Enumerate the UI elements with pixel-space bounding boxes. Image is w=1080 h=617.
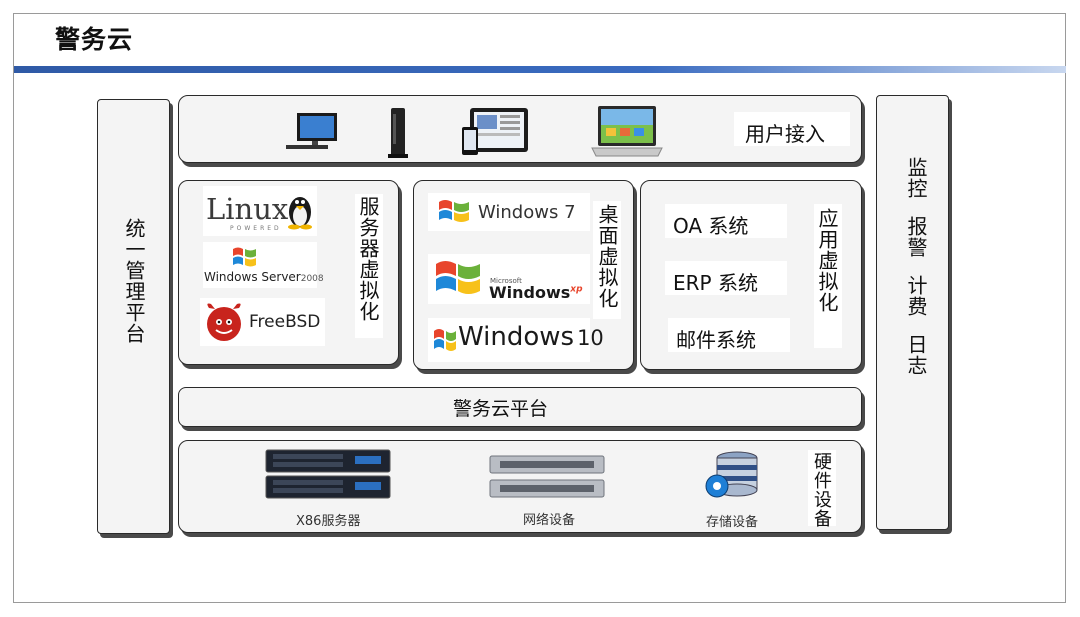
storage-device-label: 存储设备 <box>706 515 759 530</box>
hardware-label: 硬件设备 <box>811 452 832 528</box>
desktop-monitor-icon <box>286 113 337 149</box>
linux-powered-text: POWERED <box>230 225 282 232</box>
left-pillar-panel <box>97 99 170 534</box>
title-rule <box>14 66 1066 73</box>
user-access-label-box <box>734 112 850 146</box>
win10-version: 10 <box>577 326 604 350</box>
winxp-text: Windowsxp <box>489 283 583 302</box>
laptop-icon <box>591 106 663 157</box>
app-oa-box <box>665 204 787 238</box>
app-virt-label: 应用虚拟化 <box>815 208 839 313</box>
app-erp-label: ERP 系统 <box>673 271 758 295</box>
windowsxp-flag-icon <box>436 261 480 294</box>
right-pillar-label-alarm: 报警 <box>904 216 928 258</box>
win10-name: Windows <box>458 322 575 352</box>
freebsd-daemon-icon <box>207 303 241 341</box>
winxp-edition: xp <box>570 284 583 295</box>
right-pillar-label-log: 日志 <box>904 334 928 376</box>
win7-logo-box <box>428 193 590 231</box>
page-title: 警务云 <box>55 25 134 54</box>
win-server-text: Windows Server2008 <box>204 270 324 284</box>
freebsd-text: FreeBSD <box>249 312 321 332</box>
thin-client-icon <box>388 108 408 158</box>
right-pillar-label-monitor: 监控 <box>904 157 928 199</box>
network-device-label: 网络设备 <box>523 513 576 528</box>
app-oa-label: OA 系统 <box>673 214 749 238</box>
user-access-label: 用户接入 <box>745 122 825 146</box>
platform-panel <box>178 387 862 427</box>
tablet-phone-icon <box>462 108 528 155</box>
desktop-virt-label-box <box>593 201 621 319</box>
app-mail-label: 邮件系统 <box>676 328 756 352</box>
right-pillar-panel <box>876 95 949 530</box>
windows7-flag-icon <box>439 200 469 222</box>
win-server-logo-box <box>203 242 317 288</box>
slide-frame <box>13 13 1066 603</box>
tux-penguin-icon <box>288 197 312 230</box>
platform-label: 警务云平台 <box>453 398 549 420</box>
server-virt-label-box <box>355 194 383 338</box>
desktop-virt-label: 桌面虚拟化 <box>595 204 619 309</box>
windows10-flag-icon <box>434 329 456 351</box>
winxp-name: Windows <box>489 283 571 302</box>
win-server-version: 2008 <box>300 274 324 284</box>
hardware-label-box <box>808 450 836 526</box>
right-pillar-label-billing: 计费 <box>904 275 928 317</box>
win-server-name: Windows Server <box>204 270 301 284</box>
app-mail-box <box>668 318 790 352</box>
win7-text: Windows 7 <box>478 202 576 223</box>
x86-server-icon <box>265 449 391 499</box>
linux-logo-text: Linux <box>206 192 289 226</box>
network-device-icon <box>489 455 605 498</box>
left-pillar-label: 统一管理平台 <box>122 218 146 344</box>
x86-server-label: X86服务器 <box>296 514 361 529</box>
win10-logo-box <box>428 318 590 362</box>
winxp-microsoft-text: Microsoft <box>490 277 522 285</box>
storage-device-icon <box>705 451 758 498</box>
server-virt-label: 服务器虚拟化 <box>356 196 380 322</box>
app-erp-box <box>665 261 787 295</box>
app-virt-label-box <box>814 204 842 348</box>
windows-flag-icon <box>233 247 256 267</box>
